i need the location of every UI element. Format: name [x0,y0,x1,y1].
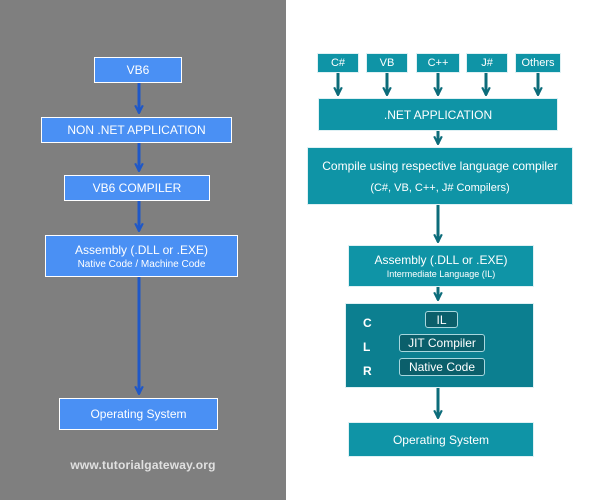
language-label: Others [521,57,555,69]
language-box: Others [515,53,561,73]
jit-compiler-box: JIT Compiler [399,334,485,352]
net-application-box: .NET APPLICATION [318,98,558,131]
left-operating-system-box: Operating System [59,398,218,430]
language-label: J# [481,57,493,69]
clr-letter: L [363,340,371,354]
clr-letter: C [363,316,372,330]
non-net-application-box: NON .NET APPLICATION [41,117,232,143]
language-label: C# [330,57,346,69]
vb6-compiler-box: VB6 COMPILER [64,175,210,201]
vb6-compiler-label: VB6 COMPILER [92,181,182,195]
native-code-box: Native Code [399,358,485,376]
left-assembly-title: Assembly (.DLL or .EXE) [75,242,208,257]
right-assembly-title: Assembly (.DLL or .EXE) [374,253,508,267]
language-box: VB [366,53,408,73]
language-box: C# [317,53,359,73]
language-label: C++ [427,57,449,69]
vb6-box: VB6 [94,57,182,83]
non-net-application-label: NON .NET APPLICATION [67,123,206,137]
right-assembly-box: Assembly (.DLL or .EXE) Intermediate Lan… [348,245,534,287]
il-box: IL [425,311,458,328]
compile-box: Compile using respective language compil… [307,147,573,205]
right-operating-system-label: Operating System [392,432,490,447]
right-operating-system-box: Operating System [348,422,534,457]
language-box: C++ [416,53,460,73]
vb6-label: VB6 [126,63,150,77]
right-assembly-subtitle: Intermediate Language (IL) [386,269,496,279]
language-label: VB [379,57,395,69]
il-label: IL [436,312,447,327]
left-operating-system-label: Operating System [90,407,187,421]
clr-letter: R [363,364,372,378]
compile-line-2: (C#, VB, C++, J# Compilers) [370,181,510,194]
native-code-label: Native Code [408,360,476,374]
left-assembly-subtitle: Native Code / Machine Code [77,258,206,270]
jit-compiler-label: JIT Compiler [408,336,476,350]
net-application-label: .NET APPLICATION [383,107,493,122]
language-box: J# [466,53,508,73]
compile-line-1: Compile using respective language compil… [322,158,558,173]
watermark-text: www.tutorialgateway.org [70,458,216,472]
left-assembly-box: Assembly (.DLL or .EXE) Native Code / Ma… [45,235,238,277]
